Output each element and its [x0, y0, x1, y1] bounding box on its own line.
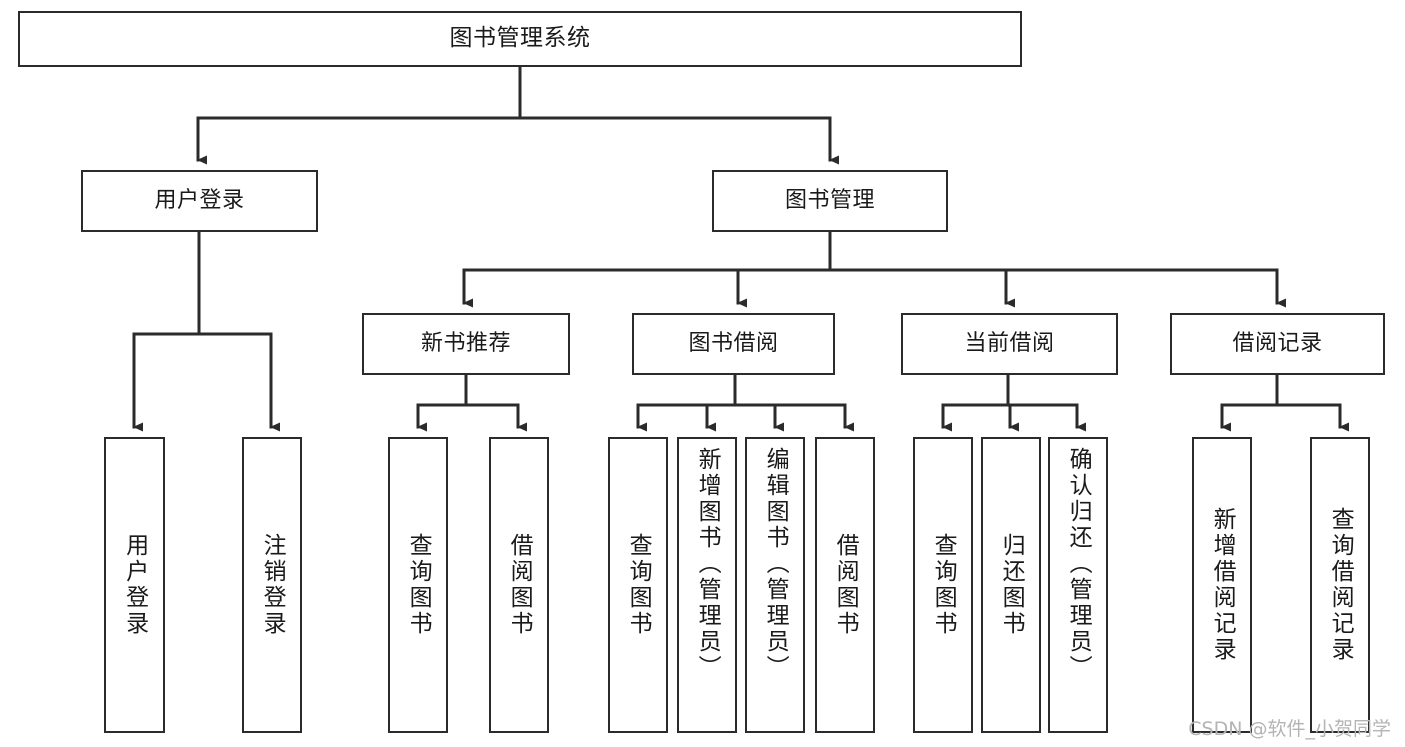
node-book-borrowing[interactable]: 图书借阅: [632, 313, 835, 375]
leaf-current-borrowing-0[interactable]: 查询图书: [913, 437, 973, 733]
node-user-login[interactable]: 用户登录: [81, 170, 318, 232]
node-new-book-recommendation[interactable]: 新书推荐: [362, 313, 570, 375]
node-label: 当前借阅: [964, 331, 1055, 357]
leaf-borrowing-record-1[interactable]: 查询借阅记录: [1310, 437, 1370, 733]
node-label: 查询借阅记录: [1327, 507, 1354, 663]
node-label: 图书管理系统: [449, 25, 591, 52]
leaf-new-book-recommendation-1[interactable]: 借阅图书: [489, 437, 549, 733]
node-book-management[interactable]: 图书管理: [712, 170, 948, 232]
node-label: 查询图书: [930, 533, 957, 637]
node-label: 图书借阅: [688, 331, 779, 357]
leaf-current-borrowing-1[interactable]: 归还图书: [981, 437, 1041, 733]
leaf-borrowing-record-0[interactable]: 新增借阅记录: [1192, 437, 1252, 733]
node-label: 用户登录: [154, 188, 245, 214]
node-current-borrowing[interactable]: 当前借阅: [901, 313, 1118, 375]
node-label: 借阅图书: [832, 533, 859, 637]
leaf-book-borrowing-3[interactable]: 借阅图书: [815, 437, 875, 733]
leaf-user-login-0[interactable]: 用户登录: [104, 437, 165, 733]
node-label: 图书管理: [784, 188, 875, 214]
node-label: 编辑图书（管理员）: [762, 447, 789, 681]
node-label: 用户登录: [121, 533, 148, 637]
node-label: 查询图书: [405, 533, 432, 637]
node-label: 新增借阅记录: [1209, 507, 1236, 663]
node-label: 新增图书（管理员）: [694, 447, 721, 681]
node-label: 新书推荐: [420, 331, 511, 357]
leaf-new-book-recommendation-0[interactable]: 查询图书: [388, 437, 448, 733]
node-label: 查询图书: [625, 533, 652, 637]
leaf-current-borrowing-2[interactable]: 确认归还（管理员）: [1048, 437, 1108, 733]
leaf-book-borrowing-1[interactable]: 新增图书（管理员）: [677, 437, 737, 733]
node-label: 借阅图书: [506, 533, 533, 637]
leaf-book-borrowing-2[interactable]: 编辑图书（管理员）: [745, 437, 805, 733]
leaf-book-borrowing-0[interactable]: 查询图书: [608, 437, 668, 733]
node-borrowing-record[interactable]: 借阅记录: [1170, 313, 1385, 375]
node-label: 借阅记录: [1232, 331, 1323, 357]
node-label: 确认归还（管理员）: [1065, 447, 1092, 681]
node-root-book-management-system[interactable]: 图书管理系统: [18, 11, 1022, 67]
csdn-watermark: CSDN @软件_小贺同学: [1188, 718, 1391, 740]
node-label: 归还图书: [998, 533, 1025, 637]
node-label: 注销登录: [259, 533, 286, 637]
leaf-user-login-1[interactable]: 注销登录: [242, 437, 302, 733]
